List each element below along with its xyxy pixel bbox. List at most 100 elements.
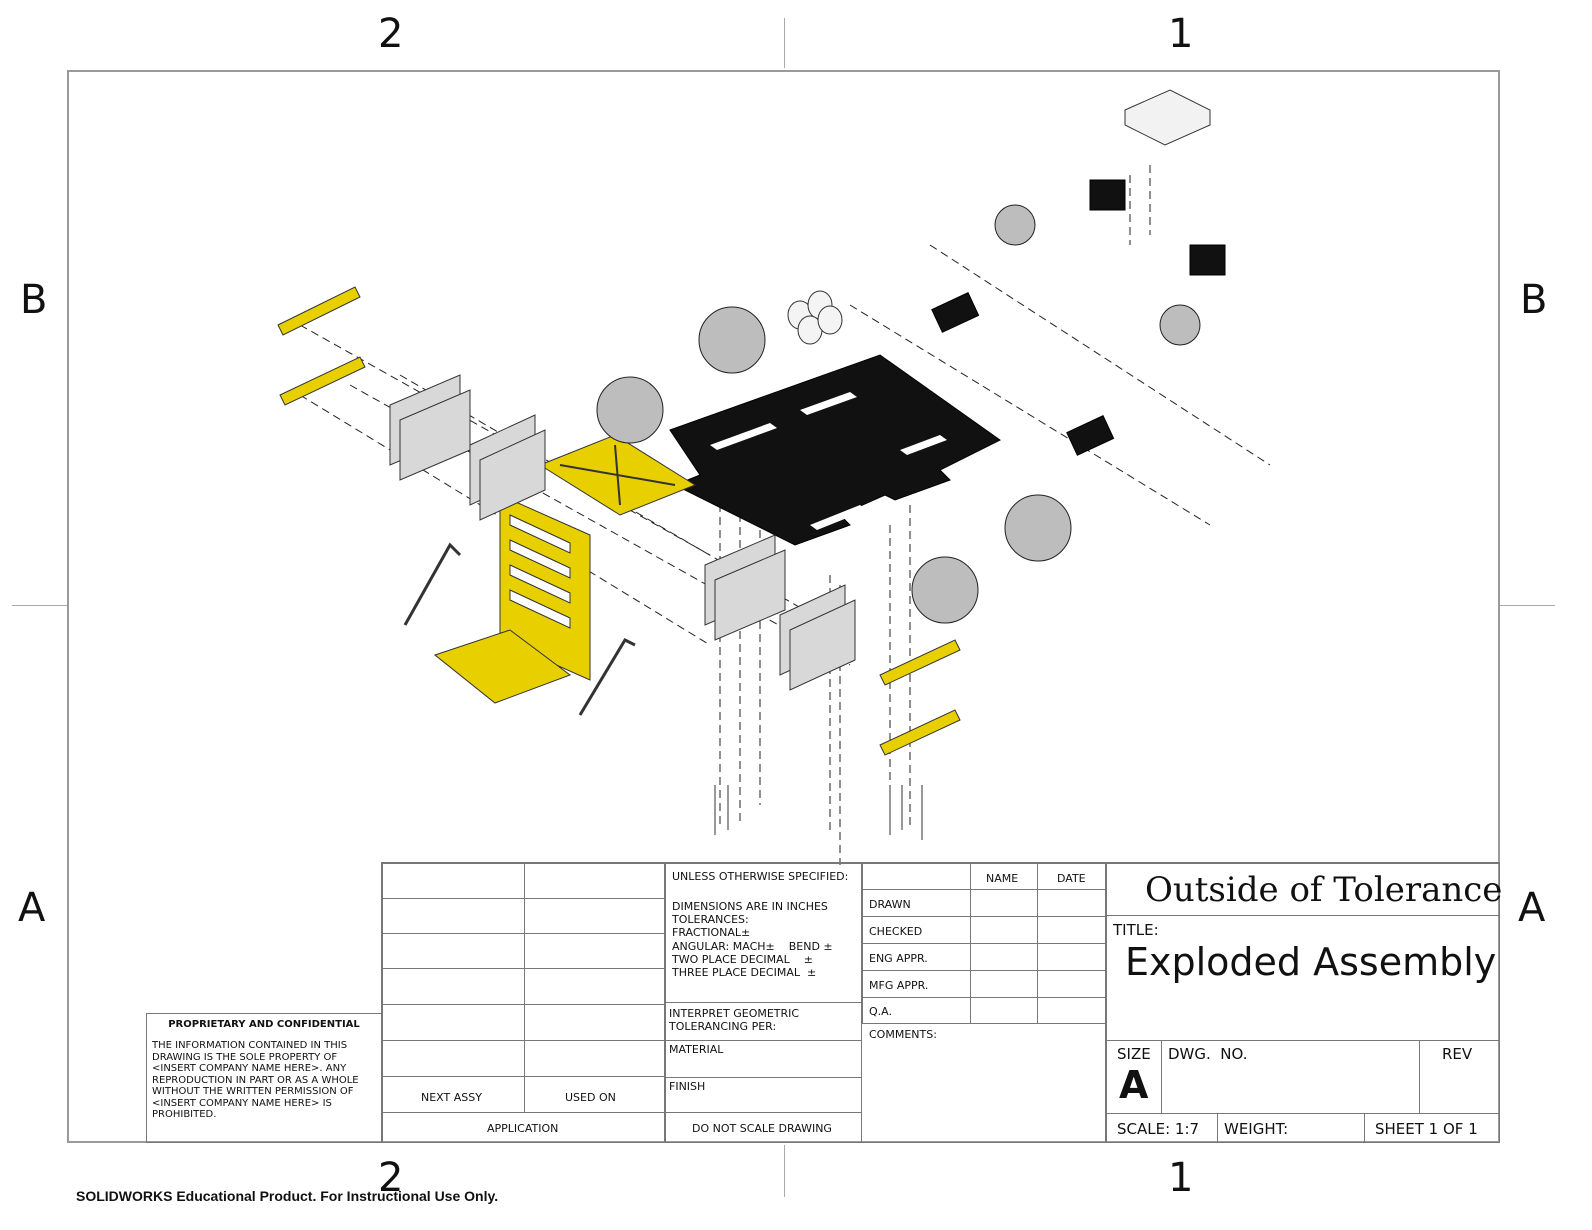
signoff-row-qa: Q.A. <box>862 997 971 1024</box>
plate-slots <box>710 392 947 530</box>
signoff-block: NAME DATE DRAWN CHECKED ENG APPR. MFG AP… <box>861 862 1106 1143</box>
title-cell: TITLE: Exploded Assembly <box>1106 915 1500 1041</box>
signoff-checked-name <box>970 916 1038 944</box>
sheet-cell: SHEET 1 OF 1 <box>1364 1113 1500 1143</box>
next-assy-label: NEXT ASSY <box>421 1091 482 1104</box>
size-label: SIZE <box>1117 1045 1151 1063</box>
signoff-row-mfg: MFG APPR. <box>862 970 971 998</box>
tick-bottom-center <box>784 1145 785 1197</box>
zone-right-b: B <box>1520 277 1548 323</box>
scale-label: SCALE: 1:7 <box>1117 1120 1200 1138</box>
yellow-top-plate-cross <box>559 444 676 506</box>
app-cell-r3-c1 <box>382 933 525 969</box>
do-not-scale-label: DO NOT SCALE DRAWING <box>692 1122 832 1135</box>
signoff-row-drawn: DRAWN <box>862 889 971 917</box>
app-cell-r5-c2 <box>524 1004 665 1041</box>
signoff-qa-date <box>1037 997 1106 1024</box>
signoff-checked-date <box>1037 916 1106 944</box>
zone-right-a: A <box>1518 885 1546 931</box>
proprietary-title: PROPRIETARY AND CONFIDENTIAL <box>168 1019 360 1030</box>
three-place-line: THREE PLACE DECIMAL ± <box>672 965 817 979</box>
zone-bottom-2: 2 <box>378 1155 404 1201</box>
checked-label: CHECKED <box>869 925 923 938</box>
app-cell-r4-c1 <box>382 968 525 1005</box>
specs-scale-cell: DO NOT SCALE DRAWING <box>665 1112 862 1143</box>
zone-top-2: 2 <box>378 11 404 57</box>
zone-left-a: A <box>18 885 46 931</box>
zone-left-b: B <box>20 277 48 323</box>
signoff-qa-name <box>970 997 1038 1024</box>
specs-material-cell: MATERIAL <box>665 1040 862 1078</box>
weight-cell: WEIGHT: <box>1217 1113 1365 1143</box>
specs-block: UNLESS OTHERWISE SPECIFIED: DIMENSIONS A… <box>664 862 862 1143</box>
fractional-line: FRACTIONAL± <box>672 926 751 940</box>
unless-specified: UNLESS OTHERWISE SPECIFIED: <box>672 870 849 883</box>
legs <box>403 542 636 716</box>
qa-label: Q.A. <box>869 1005 892 1018</box>
signoff-header-date: DATE <box>1037 863 1106 890</box>
app-cell-r2-c1 <box>382 898 525 934</box>
motors <box>931 179 1226 456</box>
signoff-eng-name <box>970 943 1038 971</box>
name-header: NAME <box>986 872 1019 885</box>
yellow-side-plate-slots <box>509 514 571 629</box>
drawn-label: DRAWN <box>869 898 911 911</box>
title-block: Outside of Tolerance TITLE: Exploded Ass… <box>1105 862 1503 1143</box>
grey-panel-stacks <box>389 374 856 691</box>
dwg-no-label: DWG. NO. <box>1168 1045 1248 1063</box>
wheels <box>596 204 1201 624</box>
size-value: A <box>1119 1063 1149 1107</box>
rev-cell: REV <box>1419 1040 1500 1114</box>
specs-interpret-cell: INTERPRET GEOMETRIC TOLERANCING PER: <box>665 1002 862 1041</box>
application-label: APPLICATION <box>487 1122 559 1135</box>
app-cell-r2-c2 <box>524 898 665 934</box>
app-cell-r1-c2 <box>524 863 665 899</box>
used-on-label: USED ON <box>565 1091 616 1104</box>
battery-pack <box>787 290 843 345</box>
solidworks-watermark: SOLIDWORKS Educational Product. For Inst… <box>76 1188 499 1204</box>
app-cell-r1-c1 <box>382 863 525 899</box>
date-header: DATE <box>1057 872 1086 885</box>
yellow-bracket-right-1 <box>879 639 961 686</box>
app-cell-r6-c2 <box>524 1040 665 1077</box>
dwg-no-cell: DWG. NO. <box>1161 1040 1420 1114</box>
interpret-label: INTERPRET GEOMETRIC TOLERANCING PER: <box>669 1007 800 1034</box>
eng-appr-label: ENG APPR. <box>869 952 928 965</box>
size-cell: SIZE A <box>1106 1040 1162 1114</box>
tick-right-middle <box>1500 605 1555 606</box>
signoff-mfg-name <box>970 970 1038 998</box>
app-cell-r5-c1 <box>382 1004 525 1041</box>
app-cell-next-assy: NEXT ASSY <box>382 1076 525 1113</box>
signoff-row-checked: CHECKED <box>862 916 971 944</box>
angular-line: ANGULAR: MACH± BEND ± <box>672 939 833 953</box>
specs-tolerances-cell: UNLESS OTHERWISE SPECIFIED: DIMENSIONS A… <box>665 863 862 1003</box>
signoff-drawn-date <box>1037 889 1106 917</box>
two-place-line: TWO PLACE DECIMAL ± <box>672 952 813 966</box>
company-name: Outside of Tolerance <box>1145 870 1503 910</box>
top-cover <box>1124 89 1211 146</box>
company-cell: Outside of Tolerance <box>1106 863 1503 916</box>
mfg-appr-label: MFG APPR. <box>869 979 929 992</box>
material-label: MATERIAL <box>669 1043 724 1056</box>
comments-label: COMMENTS: <box>869 1028 937 1041</box>
sheet-label: SHEET 1 OF 1 <box>1375 1120 1478 1138</box>
yellow-bottom-plate <box>433 629 572 704</box>
screws <box>714 785 923 840</box>
weight-label: WEIGHT: <box>1224 1120 1289 1138</box>
app-cell-r4-c2 <box>524 968 665 1005</box>
zone-top-1: 1 <box>1168 11 1194 57</box>
signoff-eng-date <box>1037 943 1106 971</box>
yellow-bracket-top-left <box>277 286 361 336</box>
app-cell-used-on: USED ON <box>524 1076 665 1113</box>
title-label: TITLE: <box>1113 921 1159 939</box>
finish-label: FINISH <box>669 1080 706 1093</box>
specs-finish-cell: FINISH <box>665 1077 862 1113</box>
application-grid: NEXT ASSY USED ON APPLICATION <box>381 862 665 1143</box>
tolerances-line: TOLERANCES: <box>672 913 749 927</box>
tick-top-center <box>784 18 785 68</box>
signoff-drawn-name <box>970 889 1038 917</box>
drawing-title: Exploded Assembly <box>1125 940 1497 984</box>
yellow-bracket-mid-left <box>279 356 366 406</box>
rev-label: REV <box>1442 1045 1473 1063</box>
signoff-mfg-date <box>1037 970 1106 998</box>
